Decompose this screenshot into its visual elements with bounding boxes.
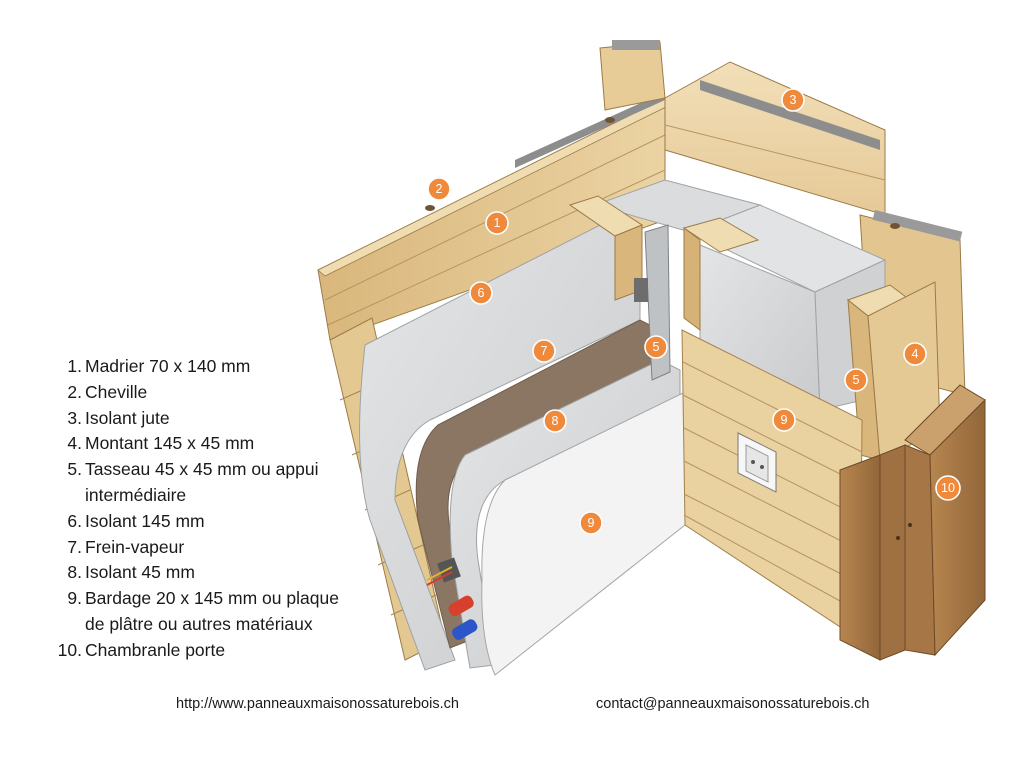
legend-number: 10. [57,639,82,660]
callout-marker: 9 [772,408,796,432]
legend-number: 8. [67,562,82,583]
callout-label: 9 [588,516,595,530]
callout-label: 4 [912,347,919,361]
callout-marker: 4 [903,342,927,366]
callout-label: 1 [494,216,501,230]
callout-label: 6 [478,286,485,300]
legend-item: 10.Chambranle porte [56,638,339,664]
legend-item: 3.Isolant jute [56,406,339,432]
callout-label: 8 [552,414,559,428]
legend-item: 4.Montant 145 x 45 mm [56,431,339,457]
callout-marker: 5 [644,335,668,359]
callout-marker: 7 [532,339,556,363]
legend-item: 8.Isolant 45 mm [56,560,339,586]
wood-cladding-right [681,329,863,641]
legend-number: 7. [67,536,82,557]
callout-label: 7 [541,344,548,358]
legend-number: 1. [67,356,82,376]
cladding-plaster-board [481,391,686,676]
legend-text: Cheville [85,381,148,402]
legend-text: Madrier 70 x 140 mm [85,356,251,376]
legend-number: 6. [67,510,82,531]
legend-number: 2. [67,381,82,402]
legend-number: 5. [67,459,82,480]
electrical-socket-icon [737,432,777,493]
legend-item: 9.Bardage 20 x 145 mm ou plaque de plâtr… [56,586,339,638]
legend-item: 2.Cheville [56,380,339,406]
callout-marker: 1 [485,211,509,235]
legend-number: 9. [67,588,82,609]
callout-marker: 6 [469,281,493,305]
callout-label: 3 [790,93,797,107]
legend-text: Bardage 20 x 145 mm ou plaque de plâtre … [85,588,339,634]
callout-marker: 10 [935,475,961,501]
pipes-and-cables [426,557,478,640]
legend-text: Isolant 145 mm [85,510,205,531]
email-link[interactable]: contact@panneauxmaisonossaturebois.ch [596,696,870,712]
legend-text: Tasseau 45 x 45 mm ou appui intermédiair… [85,459,319,505]
legend-text: Chambranle porte [85,639,226,660]
callout-markers: 1 2 3 4 5 5 6 7 8 9 9 10 [427,88,961,535]
dowel-holes [425,117,900,229]
callout-marker: 9 [579,511,603,535]
legend-item: 7.Frein-vapeur [56,535,339,561]
callout-marker: 8 [543,409,567,433]
callout-label: 5 [653,340,660,354]
callout-label: 9 [781,413,788,427]
legend-item: 5.Tasseau 45 x 45 mm ou appui intermédia… [56,457,339,509]
insulation-145-layer [359,224,641,671]
door-frame [839,384,986,661]
legend-number: 4. [67,433,82,454]
callout-marker: 3 [781,88,805,112]
callout-marker: 5 [844,368,868,392]
website-link[interactable]: http://www.panneauxmaisonossaturebois.ch [176,696,459,712]
callout-marker: 2 [427,177,451,201]
legend-number: 3. [67,407,82,428]
legend-text: Isolant 45 mm [85,562,195,583]
legend-text: Isolant jute [85,407,170,428]
legend-list: 1.Madrier 70 x 140 mm 2.Cheville 3.Isola… [56,354,339,664]
legend-text: Frein-vapeur [85,536,185,557]
callout-label: 2 [436,182,443,196]
legend-item: 1.Madrier 70 x 140 mm [56,354,339,380]
callout-label: 10 [941,481,955,495]
insulation-45-layer [449,359,681,669]
legend-item: 6.Isolant 145 mm [56,509,339,535]
legend-text: Montant 145 x 45 mm [85,433,255,454]
callout-label: 5 [853,373,860,387]
